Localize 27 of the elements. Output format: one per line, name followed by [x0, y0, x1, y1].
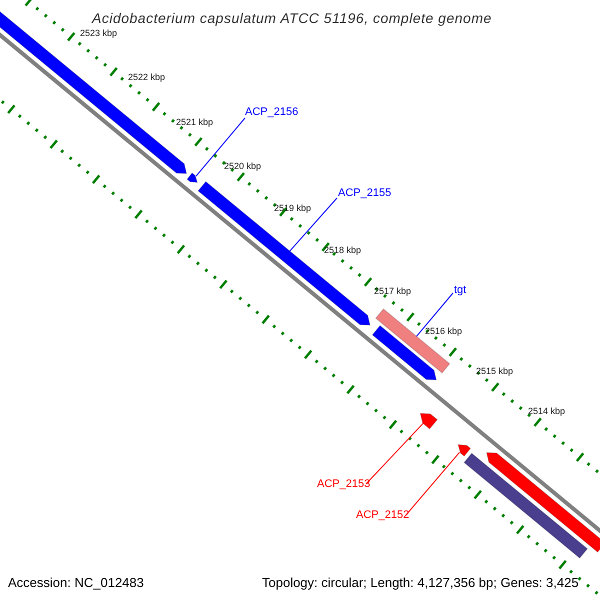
gene-label: tgt [454, 284, 466, 296]
footer-text: Topology: circular; Length: 4,127,356 bp; Genes: 3,425 [262, 575, 579, 590]
scale-label: 2514 kbp [528, 406, 566, 416]
leader-line [196, 118, 246, 177]
scale-label: 2515 kbp [476, 366, 514, 376]
gene-label: ACP_2152 [356, 509, 410, 521]
scale-label: 2521 kbp [176, 117, 214, 127]
scale-label: 2517 kbp [374, 286, 412, 296]
scale-label: 2522 kbp [128, 72, 166, 82]
gene-block [463, 452, 588, 559]
gene-label: ACP_2155 [338, 187, 392, 199]
leader-line [416, 292, 454, 337]
scale-label: 2523 kbp [80, 28, 118, 38]
scale-label: 2516 kbp [425, 326, 462, 336]
gene-block [186, 172, 198, 183]
leader-line [366, 422, 424, 484]
scale-label: 2520 kbp [224, 161, 262, 171]
footer-text: Accession: NC_012483 [8, 575, 144, 590]
leader-line [289, 198, 338, 252]
scale-label: 2518 kbp [324, 245, 362, 255]
gene-label: ACP_2153 [317, 478, 370, 490]
gene-label: ACP_2156 [245, 106, 298, 118]
scale-label: 2519 kbp [274, 203, 312, 213]
gene-block [457, 444, 472, 457]
gene-block [486, 452, 600, 553]
diagram-title: Acidobacterium capsulatum ATCC 51196, complete genome [92, 10, 492, 26]
gene-block [420, 412, 438, 430]
